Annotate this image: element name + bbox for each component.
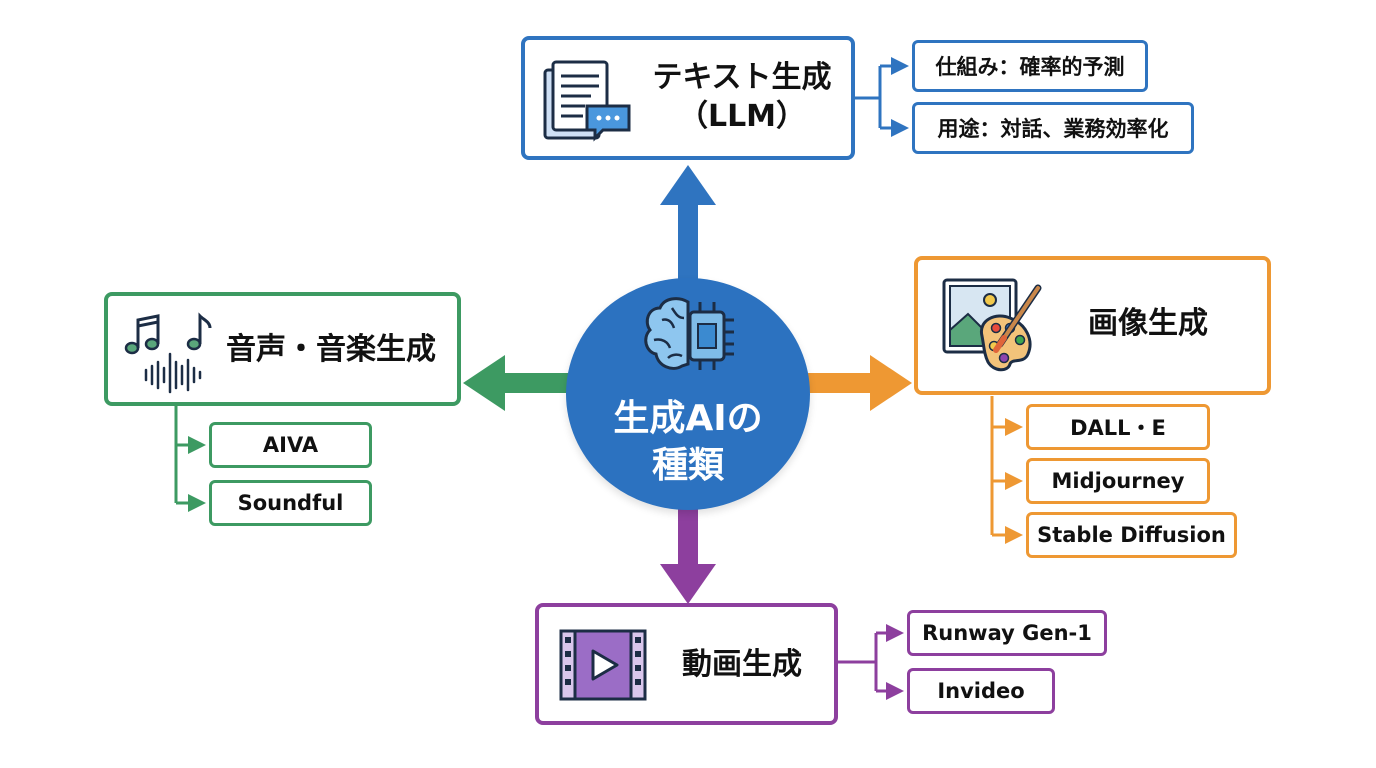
image-item-stable-diffusion: Stable Diffusion bbox=[1026, 512, 1237, 558]
center-title-line2: 種類 bbox=[651, 444, 724, 486]
text-generation-title: テキスト生成 （LLM） bbox=[637, 58, 847, 136]
text-title-line2: （LLM） bbox=[677, 99, 807, 134]
arrow-to-image bbox=[806, 355, 912, 411]
film-play-icon bbox=[559, 629, 647, 701]
arrow-to-audio bbox=[463, 355, 570, 411]
video-generation-title: 動画生成 bbox=[682, 647, 802, 682]
text-branches bbox=[855, 57, 909, 137]
image-generation-box: 画像生成 bbox=[914, 256, 1271, 395]
audio-branches bbox=[174, 405, 206, 512]
image-branches bbox=[990, 396, 1023, 544]
video-branches bbox=[838, 624, 904, 700]
audio-generation-box: 音声・音楽生成 bbox=[104, 292, 461, 406]
center-title-line1: 生成AIの bbox=[613, 398, 763, 439]
audio-item-soundful: Soundful bbox=[209, 480, 372, 526]
video-item-runway: Runway Gen-1 bbox=[907, 610, 1107, 656]
text-generation-box: テキスト生成 （LLM） bbox=[521, 36, 855, 160]
text-item-mechanism: 仕組み：確率的予測 bbox=[912, 40, 1148, 92]
center-node: 生成AIの 種類 bbox=[566, 278, 810, 510]
arrow-to-video bbox=[660, 504, 716, 604]
music-wave-icon bbox=[124, 312, 212, 394]
video-item-invideo: Invideo bbox=[907, 668, 1055, 714]
video-generation-box: 動画生成 bbox=[535, 603, 838, 725]
picture-palette-icon bbox=[942, 278, 1042, 372]
center-title: 生成AIの 種類 bbox=[566, 396, 810, 490]
image-item-midjourney: Midjourney bbox=[1026, 458, 1210, 504]
text-item-usage: 用途：対話、業務効率化 bbox=[912, 102, 1194, 154]
audio-generation-title: 音声・音楽生成 bbox=[226, 332, 436, 367]
text-title-line1: テキスト生成 bbox=[652, 60, 832, 95]
arrow-to-text bbox=[660, 165, 716, 285]
document-chat-icon bbox=[543, 60, 631, 142]
audio-item-aiva: AIVA bbox=[209, 422, 372, 468]
image-item-dalle: DALL・E bbox=[1026, 404, 1210, 450]
image-generation-title: 画像生成 bbox=[1088, 306, 1208, 341]
brain-chip-icon bbox=[644, 297, 734, 370]
